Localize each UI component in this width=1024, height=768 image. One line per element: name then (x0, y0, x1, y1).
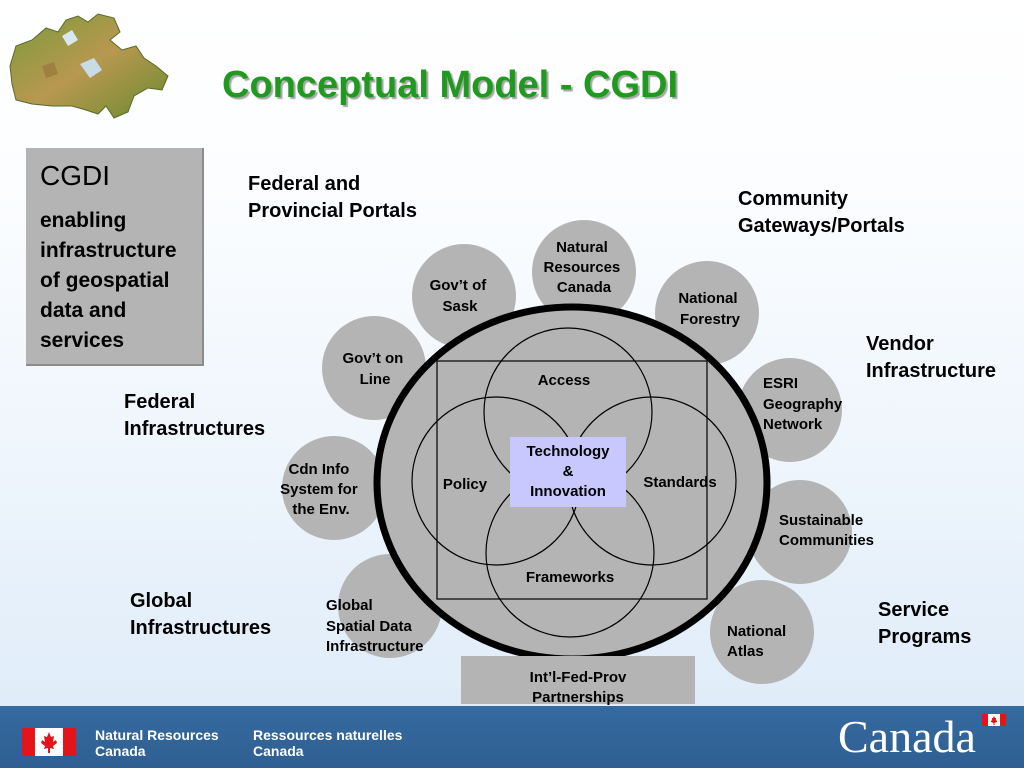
standards-label: Standards (643, 474, 716, 491)
govt-online-label: Gov’t on Line (343, 350, 408, 388)
national-forestry-label: National Forestry (678, 290, 741, 328)
esri-label: ESRI Geography Network (763, 375, 846, 433)
department-name-english: Natural Resources Canada (95, 727, 219, 759)
esri-line: Geography (763, 396, 843, 413)
cgdi-description: enabling infrastructure of geospatial da… (40, 209, 177, 352)
cdn-info-line: the Env. (292, 501, 349, 518)
canada-flag-icon (22, 728, 76, 756)
label-global-infrastructures: Global Infrastructures (130, 590, 272, 639)
sustainable-line: Communities (779, 532, 874, 549)
canada-wordmark: Canada (838, 711, 976, 762)
node-national-atlas (710, 580, 814, 684)
label-federal-infrastructures: Federal Infrastructures (124, 391, 266, 440)
national-atlas-line: National (727, 623, 786, 640)
sustainable-line: Sustainable (779, 512, 863, 529)
wordmark-flag-icon (982, 714, 1006, 726)
label-vendor-infrastructure: Vendor Infrastructure (866, 333, 997, 382)
cgdi-heading: CGDI (40, 160, 110, 191)
national-forestry-line: National (678, 290, 737, 307)
label-service-programs: Service Programs (878, 599, 972, 648)
nrcan-line: Canada (557, 279, 612, 296)
cdn-info-line: System for (280, 481, 358, 498)
gsdi-label: Global Spatial Data Infrastructure (326, 597, 424, 655)
cdn-info-label: Cdn Info System for the Env. (280, 461, 362, 518)
sustainable-label: Sustainable Communities (779, 512, 874, 549)
policy-label: Policy (443, 476, 488, 493)
nrcan-line: Resources (544, 259, 621, 276)
national-forestry-line: Forestry (680, 311, 741, 328)
access-label: Access (538, 372, 591, 389)
nrcan-line: Natural (556, 239, 608, 256)
govt-sask-line: Gov’t of (430, 277, 488, 294)
gsdi-line: Global (326, 597, 373, 614)
esri-line: ESRI (763, 375, 798, 392)
esri-line: Network (763, 416, 823, 433)
technology-innovation-box: Technology & Innovation (510, 437, 626, 507)
national-atlas-label: National Atlas (727, 623, 790, 660)
department-name-french: Ressources naturelles Canada (253, 727, 403, 759)
core-square (436, 360, 708, 600)
node-esri (738, 358, 842, 462)
govt-online-line: Gov’t on (343, 350, 404, 367)
node-sustainable (748, 480, 852, 584)
govt-sask-line: Sask (442, 298, 478, 315)
frameworks-label: Frameworks (526, 569, 614, 586)
canada-map-logo (9, 13, 169, 119)
footer-bar (0, 706, 1024, 768)
node-cdn-info (282, 436, 386, 540)
page-title: Conceptual Model - CGDI (222, 64, 678, 106)
gsdi-line: Infrastructure (326, 638, 424, 655)
govt-sask-label: Gov’t of Sask (430, 277, 491, 315)
gsdi-line: Spatial Data (326, 618, 413, 635)
cgdi-definition-box: CGDI enabling infrastructure of geospati… (26, 148, 204, 366)
label-community-gateways: Community Gateways/Portals (738, 188, 905, 237)
nrcan-label: Natural Resources Canada (544, 239, 625, 296)
cdn-info-line: Cdn Info (289, 461, 350, 478)
label-federal-provincial-portals: Federal and Provincial Portals (248, 173, 417, 222)
national-atlas-line: Atlas (727, 643, 764, 660)
govt-online-line: Line (360, 371, 391, 388)
node-nrcan (532, 220, 636, 324)
partnerships-box: Int’l-Fed-Prov Partnerships (461, 656, 695, 706)
cgdi-diagram: Access Policy Standards Frameworks Gov’t… (280, 220, 874, 684)
